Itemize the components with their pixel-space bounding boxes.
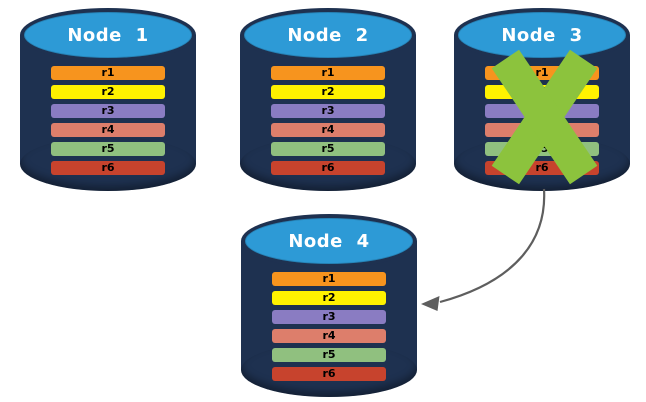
cylinder-top: Node 1: [20, 8, 196, 62]
replica-r2: r2: [271, 85, 385, 99]
replica-r6: r6: [485, 161, 599, 175]
replica-r5: r5: [51, 142, 165, 156]
replica-list: r1 r2 r3 r4 r5 r6: [51, 66, 165, 180]
replica-r2: r2: [272, 291, 386, 305]
cylinder-top: Node 4: [241, 214, 417, 268]
node-4-cylinder: Node 4 r1 r2 r3 r4 r5 r6: [241, 214, 417, 397]
node-1-cylinder: Node 1 r1 r2 r3 r4 r5 r6: [20, 8, 196, 191]
cylinder-top: Node 2: [240, 8, 416, 62]
replica-r1: r1: [485, 66, 599, 80]
replica-r4: r4: [51, 123, 165, 137]
replica-r4: r4: [272, 329, 386, 343]
replica-r3: r3: [485, 104, 599, 118]
replica-r2: r2: [485, 85, 599, 99]
replica-r4: r4: [271, 123, 385, 137]
node-3-title: Node 3: [501, 24, 583, 46]
replica-list: r1 r2 r3 r4 r5 r6: [271, 66, 385, 180]
node-4-title: Node 4: [288, 230, 370, 252]
replica-r3: r3: [271, 104, 385, 118]
node-2-cylinder: Node 2 r1 r2 r3 r4 r5 r6: [240, 8, 416, 191]
replica-r1: r1: [271, 66, 385, 80]
replica-r6: r6: [272, 367, 386, 381]
replica-list: r1 r2 r3 r4 r5 r6: [272, 272, 386, 386]
node-3-cylinder: Node 3 r1 r2 r3 r4 r5 r6: [454, 8, 630, 191]
replica-r6: r6: [51, 161, 165, 175]
replica-r1: r1: [272, 272, 386, 286]
replica-r5: r5: [271, 142, 385, 156]
node-1-title: Node 1: [67, 24, 149, 46]
replica-list: r1 r2 r3 r4 r5 r6: [485, 66, 599, 180]
arrow-head: [421, 296, 440, 311]
replica-r4: r4: [485, 123, 599, 137]
cylinder-top: Node 3: [454, 8, 630, 62]
replica-r3: r3: [51, 104, 165, 118]
replica-r6: r6: [271, 161, 385, 175]
replica-r3: r3: [272, 310, 386, 324]
arrow-curve: [439, 188, 546, 304]
replica-r5: r5: [272, 348, 386, 362]
replica-r2: r2: [51, 85, 165, 99]
replica-r1: r1: [51, 66, 165, 80]
node-2-title: Node 2: [287, 24, 369, 46]
replica-r5: r5: [485, 142, 599, 156]
